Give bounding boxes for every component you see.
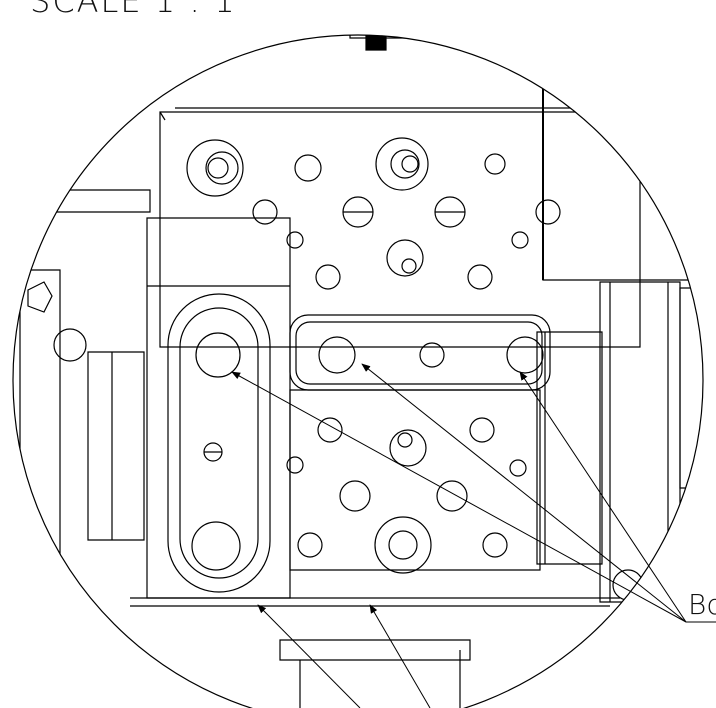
side-bracket [537,332,602,564]
slide-hole-bottom [192,522,240,570]
leader-lines [231,363,716,708]
leader-line [519,371,686,622]
detail-geometry [20,10,716,708]
leader-line [257,604,360,708]
slide-slot [168,294,270,592]
callout-label: Bo [688,588,716,621]
top-bracket [350,10,600,38]
detail-circle [13,35,703,708]
right-block [543,88,716,280]
slide-hole-top [196,333,240,377]
scale-label: SCALE 1 : 1 [30,0,237,20]
slot-hole-left [319,337,355,373]
left-rail [88,352,144,540]
upper-plate [160,112,640,347]
hex-bolt-icon [28,282,52,312]
top-bracket-tab [366,36,386,50]
leader-line [231,372,686,622]
leader-line [369,604,430,708]
upper-plate-holes [187,138,560,289]
leader-line [361,363,686,622]
lower-plate [290,390,540,570]
lower-plate-holes [287,418,526,573]
